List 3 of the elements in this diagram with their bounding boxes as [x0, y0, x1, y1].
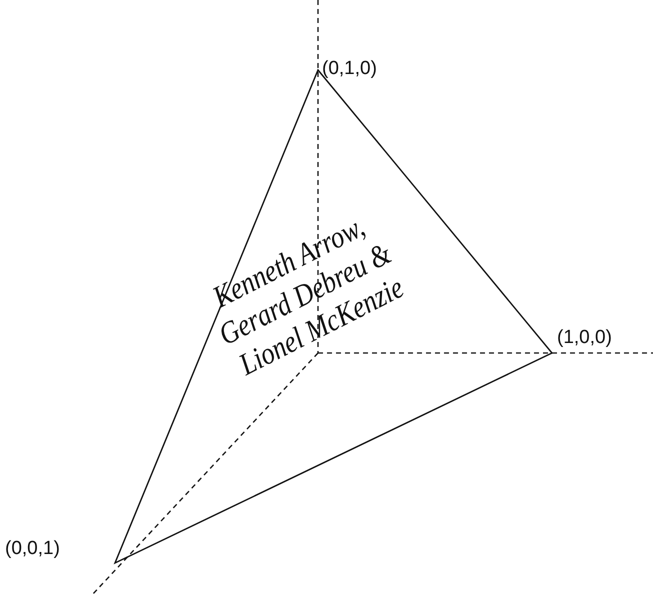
vertex-label: (0,1,0) [322, 58, 377, 80]
vertex-label: (0,0,1) [5, 538, 60, 560]
vertex-label: (1,0,0) [557, 327, 612, 349]
